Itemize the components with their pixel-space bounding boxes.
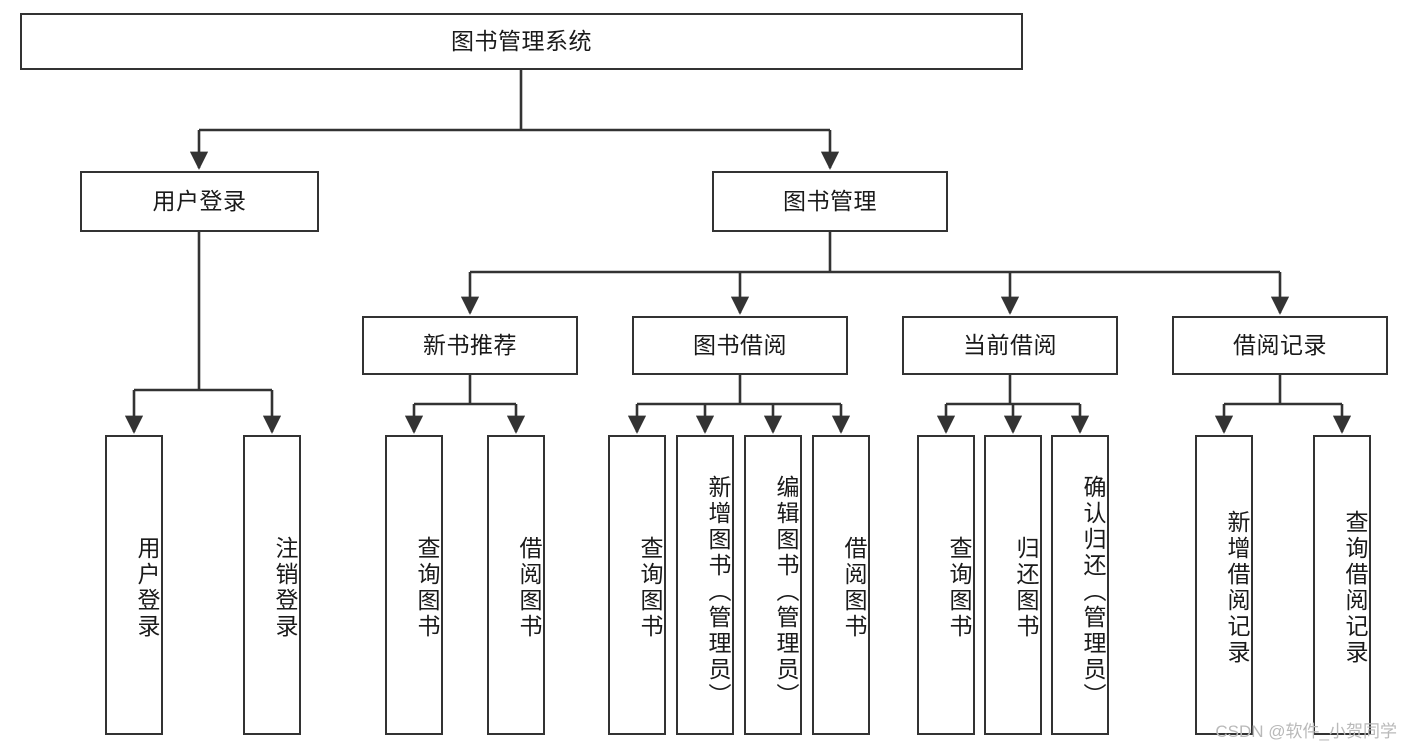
node-new-book-recommend[interactable]: 新书推荐 [362,316,578,375]
leaf-query-book-current[interactable]: 查询图书 [917,435,975,735]
node-root-system[interactable]: 图书管理系统 [20,13,1023,70]
leaf-add-book-admin[interactable]: 新增图书（管理员） [676,435,734,735]
leaf-borrow-book-recommend[interactable]: 借阅图书 [487,435,545,735]
leaf-query-book-borrow[interactable]: 查询图书 [608,435,666,735]
node-current-borrow[interactable]: 当前借阅 [902,316,1118,375]
leaf-user-login[interactable]: 用户登录 [105,435,163,735]
leaf-edit-book-admin[interactable]: 编辑图书（管理员） [744,435,802,735]
node-book-management[interactable]: 图书管理 [712,171,948,232]
leaf-logout[interactable]: 注销登录 [243,435,301,735]
node-borrow-record[interactable]: 借阅记录 [1172,316,1388,375]
leaf-add-borrow-record[interactable]: 新增借阅记录 [1195,435,1253,735]
leaf-borrow-book[interactable]: 借阅图书 [812,435,870,735]
node-book-borrow[interactable]: 图书借阅 [632,316,848,375]
node-user-login[interactable]: 用户登录 [80,171,319,232]
leaf-return-book[interactable]: 归还图书 [984,435,1042,735]
leaf-query-book-recommend[interactable]: 查询图书 [385,435,443,735]
watermark-text: CSDN @软件_小贺同学 [1215,722,1397,741]
leaf-query-borrow-record[interactable]: 查询借阅记录 [1313,435,1371,735]
leaf-confirm-return-admin[interactable]: 确认归还（管理员） [1051,435,1109,735]
